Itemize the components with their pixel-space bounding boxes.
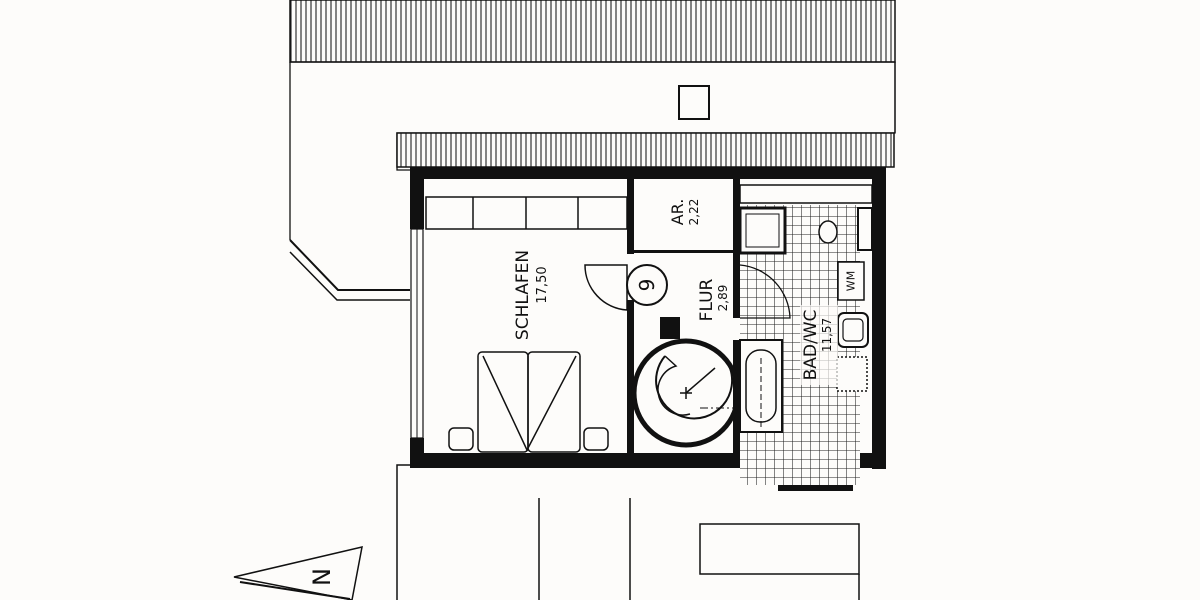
lower-outline bbox=[396, 464, 860, 600]
svg-text:SCHLAFEN: SCHLAFEN bbox=[513, 250, 533, 340]
stair-number: 9 bbox=[635, 279, 659, 292]
bathtub bbox=[739, 339, 783, 433]
svg-text:11,57: 11,57 bbox=[820, 318, 834, 352]
window-left bbox=[410, 228, 424, 439]
svg-text:17,50: 17,50 bbox=[535, 266, 550, 303]
room-label-ar: AR. 2,22 bbox=[668, 199, 701, 226]
door-swing bbox=[584, 264, 628, 311]
wardrobe bbox=[425, 196, 628, 230]
room-label-bad: BAD/WC 11,57 bbox=[800, 305, 838, 385]
room-label-schlafen: SCHLAFEN 17,50 bbox=[513, 250, 550, 340]
room-label-flur: FLUR 2,89 bbox=[697, 278, 730, 321]
north-arrow-icon: N bbox=[233, 546, 363, 600]
parapet bbox=[289, 239, 410, 291]
roof-hatch-upper bbox=[289, 0, 896, 63]
spiral-stair bbox=[631, 338, 765, 448]
wm-label: WM bbox=[845, 271, 858, 291]
svg-text:BAD/WC: BAD/WC bbox=[801, 310, 821, 381]
bath-door-swing bbox=[739, 264, 791, 319]
svg-text:2,89: 2,89 bbox=[716, 285, 730, 312]
washing-machine bbox=[837, 261, 865, 301]
stair-number-circle bbox=[626, 264, 668, 306]
shower-tray bbox=[738, 206, 787, 255]
toilet bbox=[818, 220, 838, 244]
chimney bbox=[678, 85, 710, 120]
svg-text:2,22: 2,22 bbox=[687, 199, 701, 226]
svg-text:AR.: AR. bbox=[668, 199, 687, 226]
double-bed bbox=[448, 351, 609, 453]
cabinet bbox=[836, 356, 868, 392]
roof-hatch-lower bbox=[396, 132, 895, 168]
svg-text:FLUR: FLUR bbox=[697, 278, 717, 321]
svg-text:N: N bbox=[308, 568, 336, 586]
